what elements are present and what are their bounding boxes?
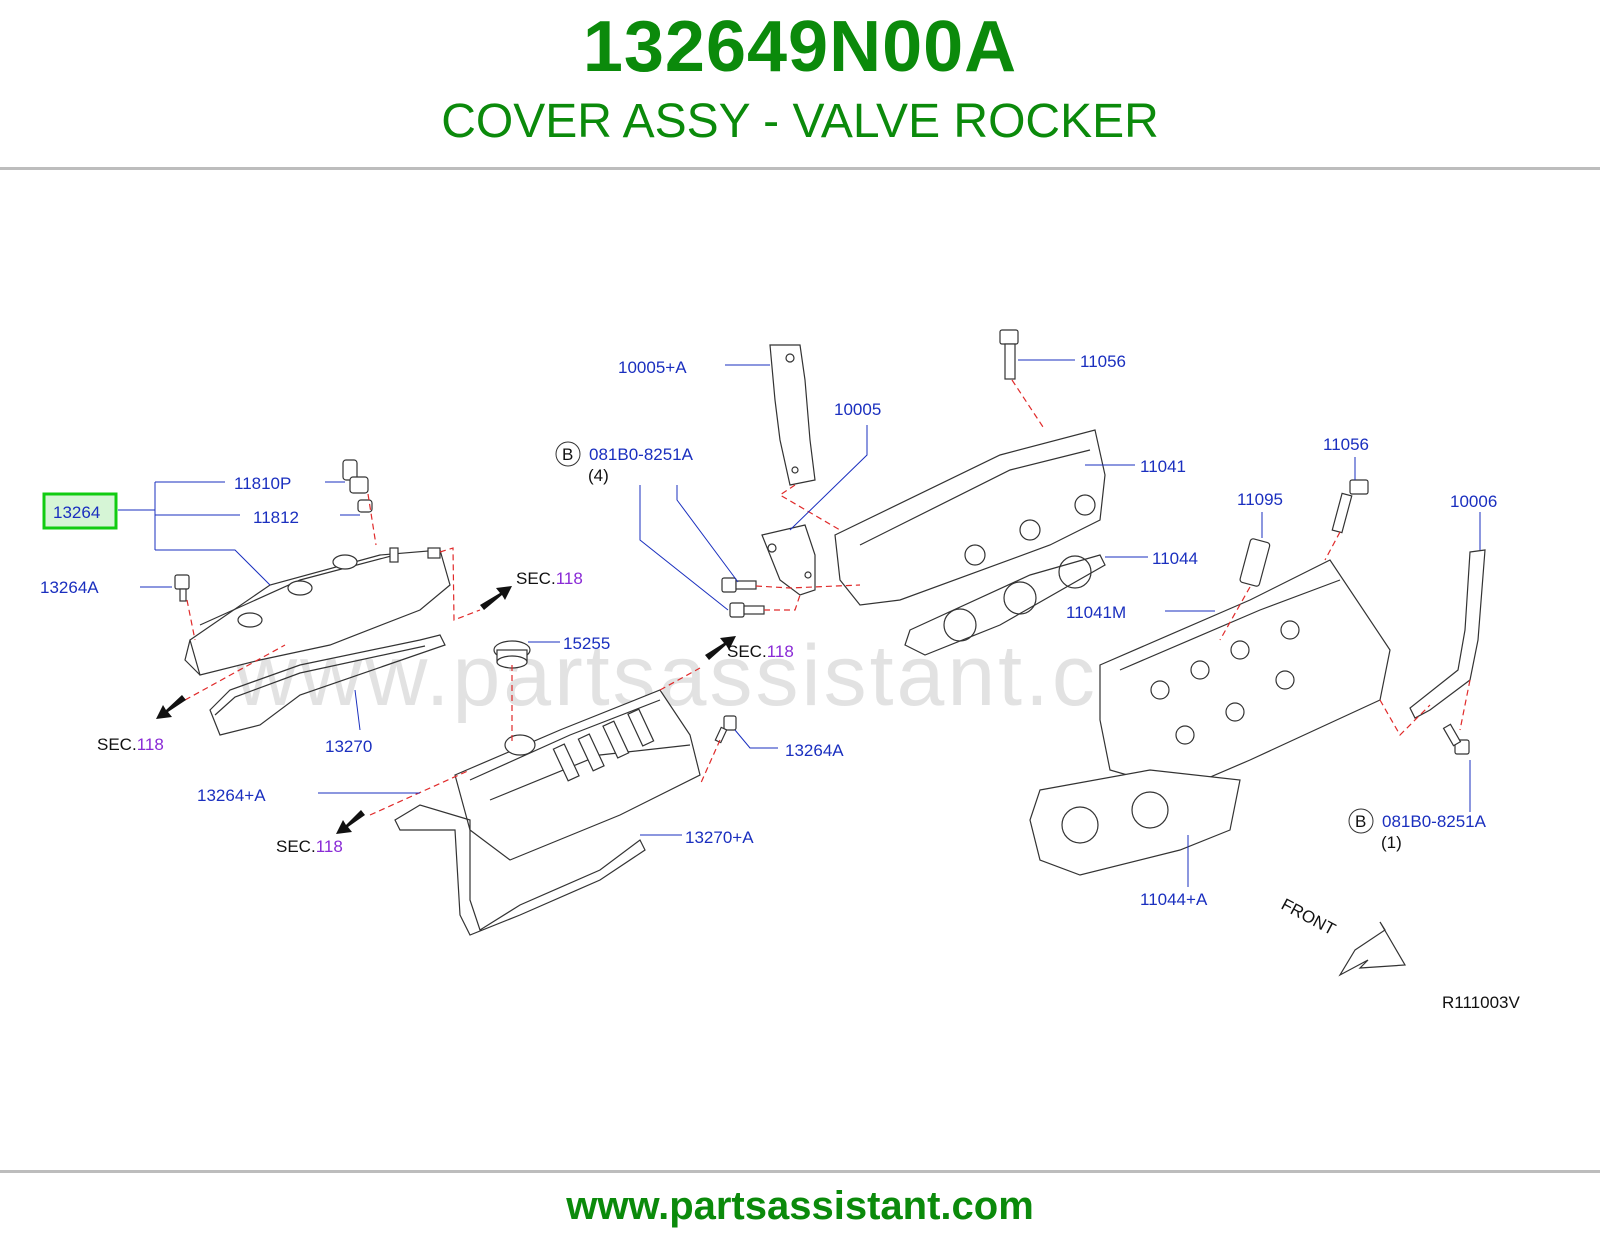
sec-arrows <box>156 586 736 834</box>
valve-cover-left <box>184 547 451 676</box>
valve-cover-right <box>454 689 701 861</box>
front-arrow-icon <box>1338 921 1407 977</box>
footer-url[interactable]: www.partsassistant.com <box>566 1184 1034 1228</box>
callout-11041M[interactable]: 11041M <box>1066 603 1126 622</box>
callout-081B0-top[interactable]: 081B0-8251A <box>589 445 694 464</box>
qty-081B0-top: (4) <box>588 466 609 485</box>
bolt-13264A-left <box>174 574 190 602</box>
leader-lines <box>118 359 1481 887</box>
dowel-11095 <box>1239 538 1271 587</box>
bolt-marker-top <box>555 441 581 467</box>
footer-divider <box>0 1170 1600 1173</box>
callout-10005plusA[interactable]: 10005+A <box>618 358 687 377</box>
bolt-081B0-right <box>1442 723 1470 755</box>
bolt-marker-right-letter: B <box>1355 812 1366 831</box>
callout-13270plusA[interactable]: 13270+A <box>685 828 754 847</box>
callout-081B0-right[interactable]: 081B0-8251A <box>1382 812 1487 831</box>
callout-13264[interactable]: 13264 <box>53 503 100 522</box>
head-gasket-11044 <box>904 554 1106 656</box>
callout-13264plusA[interactable]: 13264+A <box>197 786 266 805</box>
callout-11041[interactable]: 11041 <box>1140 457 1186 476</box>
callout-11044plusA[interactable]: 11044+A <box>1140 890 1208 909</box>
page-header: 132649N00A COVER ASSY - VALVE ROCKER <box>0 0 1600 170</box>
callout-11044[interactable]: 11044 <box>1152 549 1198 568</box>
pcv-valve <box>342 459 373 513</box>
callout-10005[interactable]: 10005 <box>834 400 881 419</box>
diagram-code: R111003V <box>1442 993 1520 1012</box>
sec-ref-1[interactable]: SEC.118 <box>516 569 583 588</box>
callout-11812[interactable]: 11812 <box>253 508 299 527</box>
callout-11810P[interactable]: 11810P <box>234 474 291 493</box>
sec-ref-4[interactable]: SEC.118 <box>276 837 343 856</box>
bolt-11056-right <box>1331 479 1369 534</box>
callout-10006[interactable]: 10006 <box>1450 492 1497 511</box>
front-label: FRONT <box>1278 895 1339 939</box>
callout-11095[interactable]: 11095 <box>1237 490 1283 509</box>
callout-13270[interactable]: 13270 <box>325 737 372 756</box>
callout-15255[interactable]: 15255 <box>563 634 610 653</box>
part-title: COVER ASSY - VALVE ROCKER <box>441 95 1159 148</box>
header-divider <box>0 167 1600 170</box>
cylinder-head-11041M <box>1099 559 1391 791</box>
bolts-081B0-top <box>721 577 765 618</box>
bolt-13264A-mid <box>714 715 737 744</box>
bracket-10005 <box>761 524 816 596</box>
oil-filler-cap <box>493 640 531 669</box>
sec-ref-2[interactable]: SEC.118 <box>727 642 794 661</box>
callout-11056-right[interactable]: 11056 <box>1323 435 1369 454</box>
qty-081B0-right: (1) <box>1381 833 1402 852</box>
bracket-10005A <box>769 344 816 486</box>
head-gasket-11044A <box>1029 769 1241 876</box>
bolt-11056-top <box>999 329 1019 380</box>
bolt-marker-right <box>1348 808 1374 834</box>
callout-13264A-mid[interactable]: 13264A <box>785 741 844 760</box>
bolt-marker-top-letter: B <box>562 445 573 464</box>
highlighted-part-box <box>42 492 118 530</box>
sec-ref-3[interactable]: SEC.118 <box>97 735 164 754</box>
gasket-13270A <box>394 804 646 936</box>
callout-13264A-left[interactable]: 13264A <box>40 578 99 597</box>
gasket-13270 <box>209 634 446 736</box>
bracket-10006 <box>1409 549 1486 719</box>
callout-11056-top[interactable]: 11056 <box>1080 352 1126 371</box>
part-number: 132649N00A <box>582 7 1018 87</box>
cylinder-head-11041 <box>834 429 1106 606</box>
